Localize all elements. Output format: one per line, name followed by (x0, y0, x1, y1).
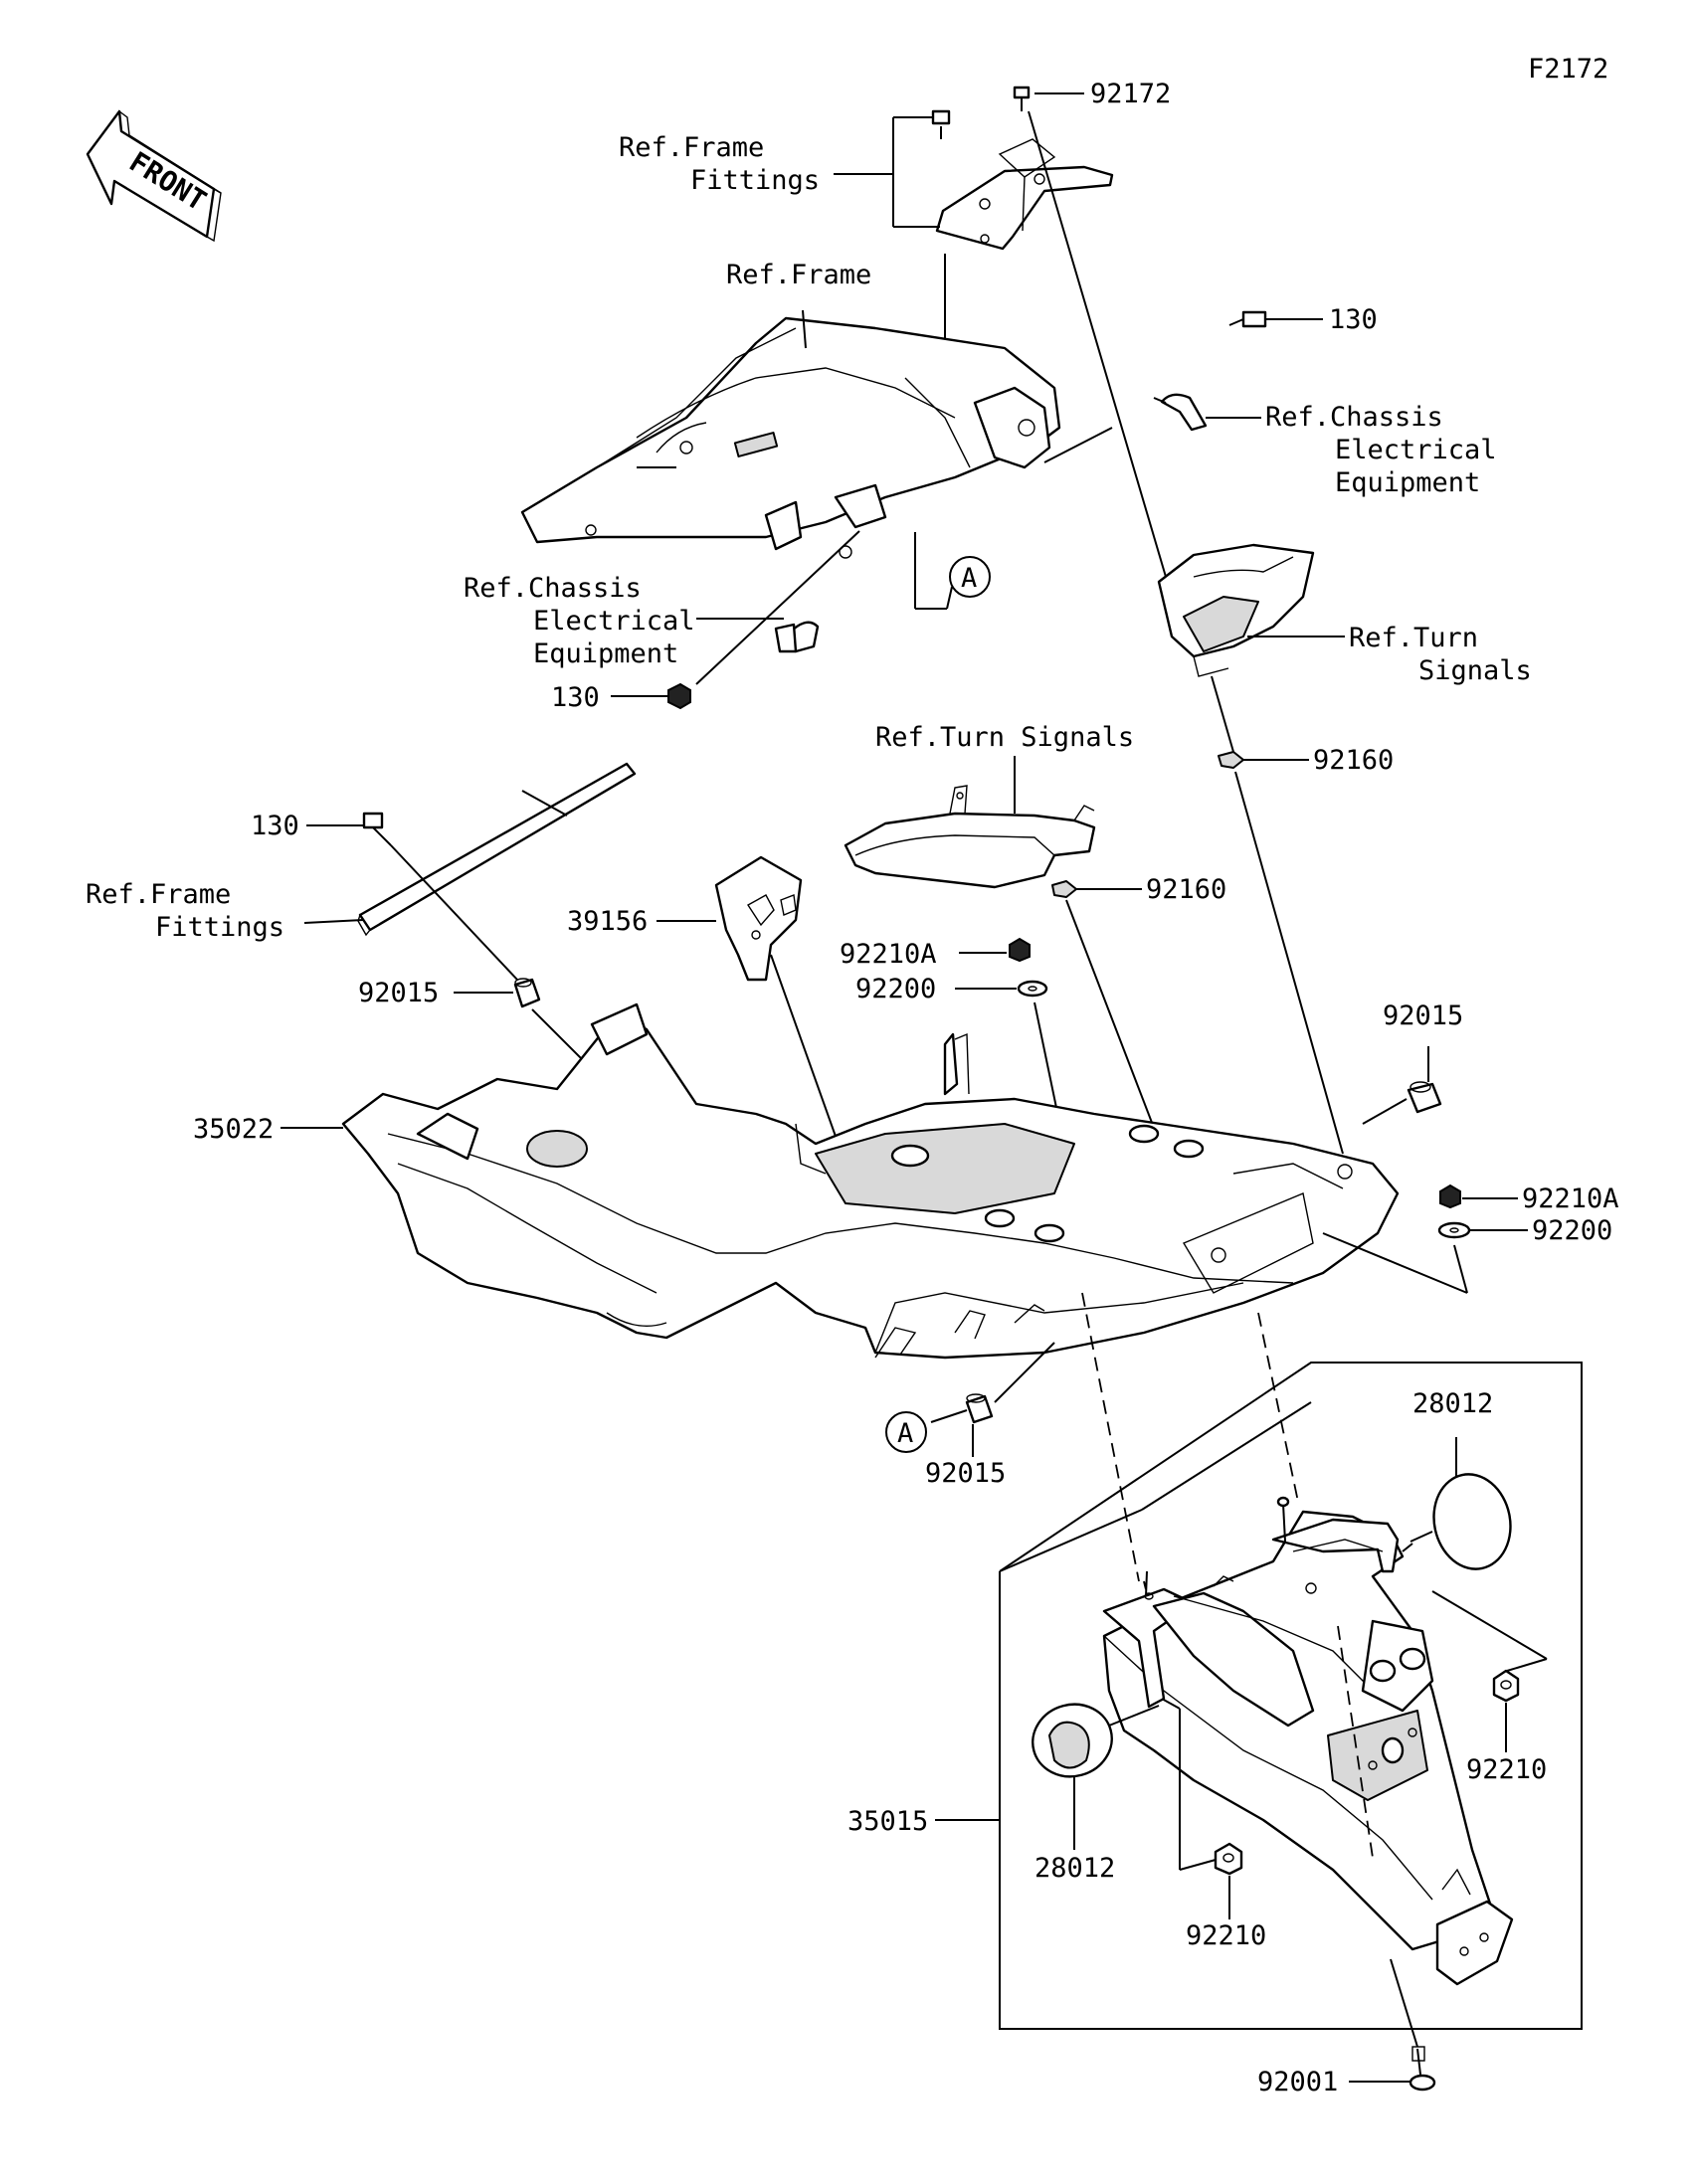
ref-chassis-right-line3: Equipment (1335, 467, 1480, 498)
grommet-28012-right (1432, 1473, 1512, 1570)
ref-frame-fittings-left-line1: Ref.Frame (86, 879, 231, 910)
bolt-130-left-mid (667, 682, 691, 710)
callout-circle-a-lower (885, 1411, 927, 1453)
figure-code: F2172 (1528, 54, 1608, 85)
washer-92200-right (1437, 1221, 1471, 1239)
ref-turn-signals-center-label: Ref.Turn Signals (875, 722, 1134, 753)
part-number-130-left: 130 (251, 811, 299, 841)
part-number-92172: 92172 (1090, 79, 1171, 109)
ref-turn-signals-right-line1: Ref.Turn (1349, 623, 1478, 653)
callout-circle-a-upper (949, 556, 991, 598)
nut-92210-center (1214, 1842, 1243, 1876)
part-number-92001: 92001 (1257, 2067, 1338, 2097)
part-number-92210-right: 92210 (1466, 1754, 1547, 1785)
ref-frame-fittings-left-line2: Fittings (155, 912, 284, 943)
bolt-130-right (1228, 310, 1267, 328)
ref-chassis-left-line2: Electrical (533, 606, 695, 637)
collar-92015-bottom (965, 1393, 994, 1424)
nut-92210a-right (1439, 1183, 1461, 1209)
license-bracket-35015 (1102, 1496, 1514, 1986)
clamp-right (1160, 393, 1208, 432)
part-number-92210-center: 92210 (1186, 1920, 1266, 1951)
nut-92160-right (1218, 751, 1244, 769)
ref-frame-label: Ref.Frame (726, 260, 871, 290)
part-number-28012-right: 28012 (1412, 1388, 1493, 1419)
collar-92015-left (513, 978, 541, 1008)
ref-chassis-right-line1: Ref.Chassis (1265, 402, 1443, 433)
ref-frame-fittings-top-line1: Ref.Frame (619, 132, 764, 163)
part-number-35015: 35015 (847, 1806, 928, 1837)
fender-35022 (341, 1002, 1400, 1360)
callout-a-upper: A (961, 563, 977, 594)
nut-92210a-center (1009, 937, 1031, 963)
frame-fittings-bracket (931, 109, 1114, 251)
turn-signal-center (844, 785, 1096, 889)
part-39156 (714, 855, 803, 982)
part-number-92015-left: 92015 (358, 978, 439, 1008)
washer-92200-center (1017, 980, 1048, 998)
part-number-92210a-center: 92210A (840, 939, 937, 970)
part-number-92200-center: 92200 (855, 974, 936, 1004)
part-number-92015-right: 92015 (1383, 1001, 1463, 1031)
bolt-92001 (1409, 2046, 1436, 2092)
grommet-28012-left (1032, 1703, 1113, 1778)
part-number-39156: 39156 (567, 906, 648, 937)
ref-frame-fittings-top-line2: Fittings (690, 165, 820, 196)
collar-92015-right (1407, 1081, 1442, 1114)
nut-92210-right (1492, 1669, 1520, 1703)
nut-92160-center (1051, 880, 1077, 898)
part-number-28012-left: 28012 (1034, 1853, 1115, 1884)
part-number-35022: 35022 (193, 1114, 274, 1145)
ref-turn-signals-right-line2: Signals (1418, 655, 1532, 686)
part-number-92200-right: 92200 (1532, 1215, 1612, 1246)
ref-chassis-right-line2: Electrical (1335, 435, 1497, 465)
clamp-left (774, 621, 820, 653)
ref-chassis-left-line1: Ref.Chassis (464, 573, 642, 604)
part-number-92160-center: 92160 (1146, 874, 1226, 905)
ref-frame (520, 316, 1061, 559)
part-number-130-left-mid: 130 (551, 682, 600, 713)
bolt-92172 (1013, 86, 1031, 111)
bolt-130-left (362, 812, 392, 846)
part-number-130-right: 130 (1329, 304, 1378, 335)
front-arrow-icon: FRONT (86, 109, 222, 243)
part-number-92210a-right: 92210A (1522, 1183, 1619, 1214)
callout-a-lower: A (897, 1418, 913, 1449)
turn-signal-right (1157, 543, 1315, 677)
part-number-92015-bottom: 92015 (925, 1458, 1006, 1489)
part-number-92160-right: 92160 (1313, 745, 1394, 776)
ref-chassis-left-line3: Equipment (533, 638, 678, 669)
